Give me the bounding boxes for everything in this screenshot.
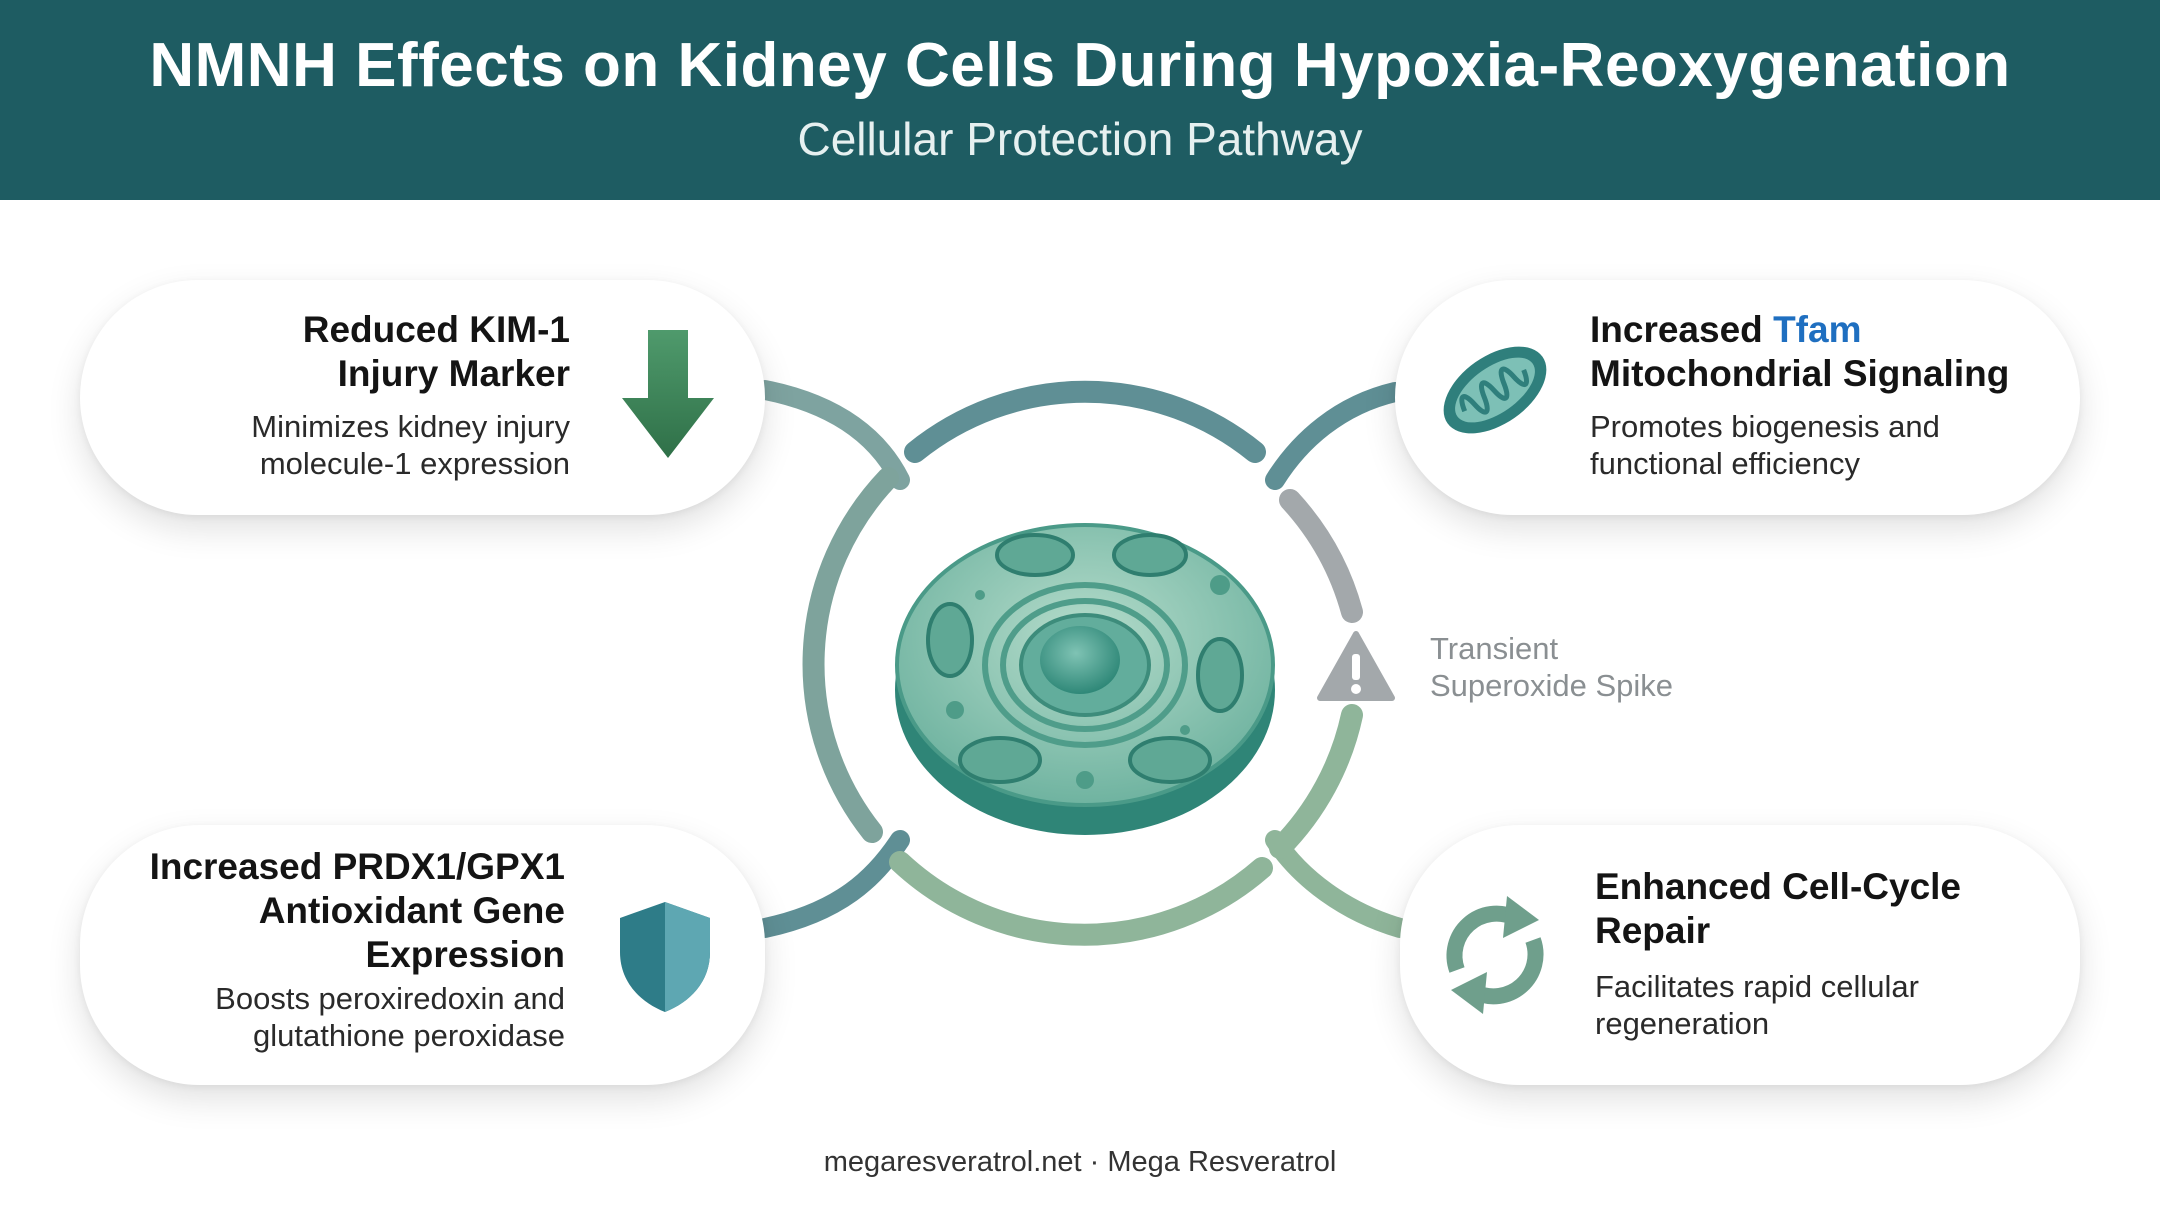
card-title-line: Antioxidant Gene <box>258 890 565 931</box>
connector-bottom-right <box>1265 830 1410 938</box>
card-title-line: Increased Tfam <box>1590 308 2060 352</box>
connector-top-left <box>755 380 910 490</box>
header-banner: NMNH Effects on Kidney Cells During Hypo… <box>0 0 2160 200</box>
card-desc-line: regeneration <box>1595 1006 1770 1041</box>
footer-credit: megaresveratrol.net · Mega Resveratrol <box>823 1146 1337 1178</box>
shield-icon <box>620 902 710 1012</box>
kidney-cell-icon <box>895 523 1275 835</box>
card-desc-line: Boosts peroxiredoxin and <box>215 981 565 1016</box>
card-title-line: Expression <box>365 934 565 975</box>
card-title-line: Enhanced Cell-Cycle <box>1595 866 1962 907</box>
ring-arc-right-bottom <box>1269 704 1363 859</box>
card-title-line: Reduced KIM-1 <box>302 309 570 350</box>
connector-top-right <box>1265 382 1405 490</box>
card-reduced-kim1: Reduced KIM-1 Injury Marker Minimizes ki… <box>80 280 765 515</box>
ring-arc-bottom <box>889 851 1273 946</box>
card-title-line: Injury Marker <box>337 353 570 394</box>
page-title: NMNH Effects on Kidney Cells During Hypo… <box>149 31 2011 100</box>
card-cell-cycle-repair: Enhanced Cell-Cycle Repair Facilitates r… <box>1400 825 2080 1085</box>
card-increased-tfam: Increased Tfam Mitochondrial Signaling P… <box>1395 280 2080 515</box>
card-title-line: Mitochondrial Signaling <box>1590 353 2010 394</box>
superoxide-spike-label: Transient Superoxide Spike <box>1430 630 1673 704</box>
card-desc-line: Facilitates rapid cellular <box>1595 969 1919 1004</box>
card-antioxidant-expression: Increased PRDX1/GPX1 Antioxidant Gene Ex… <box>80 825 765 1085</box>
card-desc-line: molecule-1 expression <box>259 446 570 481</box>
card-title-prefix: Increased <box>1590 309 1774 350</box>
cycle-arrows-icon <box>1446 896 1544 1014</box>
down-arrow-icon <box>622 330 714 458</box>
tfam-highlight: Tfam <box>1773 309 1862 350</box>
card-title-line: Repair <box>1595 910 1711 951</box>
warning-line: Transient <box>1430 631 1559 666</box>
card-desc-line: Minimizes kidney injury <box>251 409 570 444</box>
warning-line: Superoxide Spike <box>1430 668 1673 703</box>
page-subtitle: Cellular Protection Pathway <box>797 113 1363 165</box>
mitochondrion-icon <box>1443 346 1547 434</box>
card-desc-line: glutathione peroxidase <box>253 1018 565 1053</box>
card-desc-line: functional efficiency <box>1590 446 1860 481</box>
ring-arc-top <box>904 380 1266 463</box>
connector-bottom-left <box>755 830 910 938</box>
card-title-line: Increased PRDX1/GPX1 <box>149 846 565 887</box>
warning-triangle-icon <box>1317 631 1395 701</box>
card-desc-line: Promotes biogenesis and <box>1590 409 1940 444</box>
ring-arc-left <box>802 467 899 843</box>
ring-arc-right-top <box>1279 489 1363 623</box>
